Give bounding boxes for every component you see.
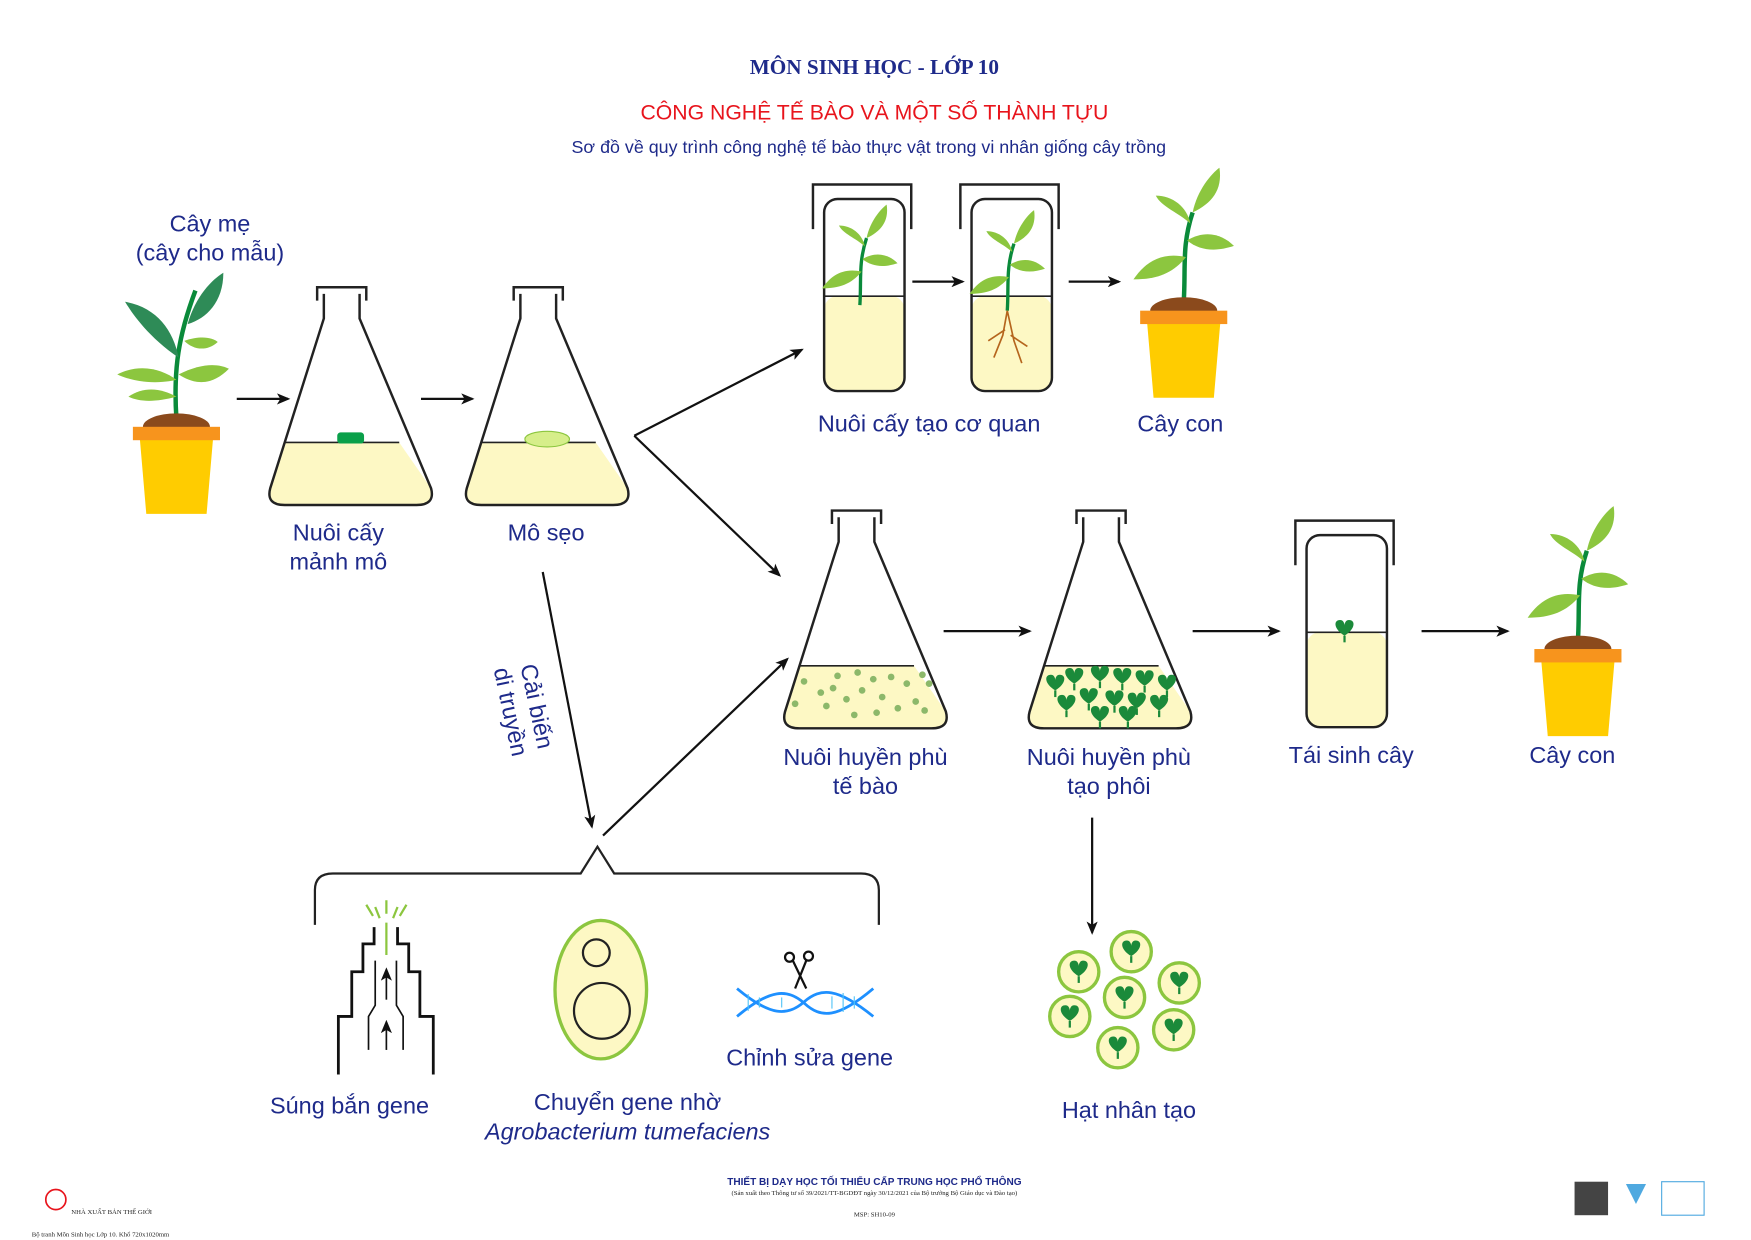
- organ-culture-tube-icon: [811, 183, 913, 393]
- label-mother-plant-sub: (cây cho mẫu): [136, 239, 285, 265]
- artificial-seed: [1048, 994, 1092, 1039]
- dna-scissors-icon: [736, 950, 875, 1018]
- regeneration-tube-icon: [1294, 519, 1395, 729]
- bracket: [313, 844, 880, 925]
- label-seedling-top: Cây con: [1137, 410, 1223, 436]
- label-regeneration: Tái sinh cây: [1289, 742, 1414, 768]
- publisher-logo: NHÀ XUẤT BẢN THẾ GIỚI: [44, 1188, 152, 1216]
- main-title: CÔNG NGHỆ TẾ BÀO VÀ MỘT SỐ THÀNH TỰU: [641, 99, 1109, 125]
- label-organ-culture: Nuôi cấy tạo cơ quan: [818, 410, 1041, 436]
- cell-dot: [894, 704, 902, 712]
- artificial-seed: [1109, 929, 1154, 974]
- cell-dot: [925, 680, 933, 688]
- label-cell-suspension-sub: tế bào: [833, 773, 898, 799]
- organ-culture-rooted-tube-icon: [959, 183, 1060, 393]
- cell-dot: [829, 684, 837, 692]
- cell-dot: [903, 680, 911, 688]
- agrobacterium-cell-icon: [553, 918, 649, 1061]
- artificial-seed: [1056, 949, 1101, 994]
- label-artificial-seed: Hạt nhân tạo: [1062, 1097, 1196, 1123]
- gene-gun-icon: [336, 900, 435, 1075]
- artificial-seed: [1096, 1025, 1140, 1070]
- label-cell-suspension: Nuôi huyền phù: [783, 744, 947, 770]
- certification-logos: [1574, 1181, 1705, 1216]
- subtitle: Sơ đồ về quy trình công nghệ tế bào thực…: [572, 137, 1167, 157]
- footer-code: MSP: SH10-09: [854, 1211, 896, 1218]
- tissue-culture-flask-icon: [268, 285, 434, 507]
- flow-arrows: [236, 276, 1510, 935]
- embryo-suspension-flask-icon: [1027, 509, 1193, 730]
- print-note: Bộ tranh Môn Sinh học Lớp 10. Khổ 720x10…: [32, 1231, 170, 1238]
- label-seedling-bottom: Cây con: [1529, 742, 1615, 768]
- cell-dot: [878, 693, 886, 701]
- cell-dot: [873, 709, 880, 717]
- cell-dot: [823, 702, 830, 710]
- qr-code-icon: [1574, 1181, 1609, 1216]
- label-agro-species: Agrobacterium tumefaciens: [483, 1118, 771, 1144]
- cell-dot: [869, 675, 877, 683]
- artificial-seed: [1151, 1008, 1196, 1052]
- cell-suspension-flask-icon: [782, 509, 948, 730]
- label-tissue-culture: Nuôi cấy: [293, 520, 384, 546]
- cell-dot: [919, 671, 926, 679]
- cell-dot: [912, 698, 920, 705]
- publisher-name: NHÀ XUẤT BẢN THẾ GIỚI: [71, 1208, 152, 1216]
- cell-dot: [850, 711, 858, 719]
- label-callus: Mô sẹo: [508, 520, 585, 546]
- label-gene-editing: Chỉnh sửa gene: [726, 1045, 893, 1071]
- subject-title: MÔN SINH HỌC - LỚP 10: [750, 55, 999, 79]
- cell-dot: [921, 707, 928, 714]
- mother-plant-icon: [117, 272, 229, 514]
- cell-dot: [887, 673, 895, 681]
- footer-line1: THIẾT BỊ DẠY HỌC TỐI THIỂU CẤP TRUNG HỌC…: [727, 1174, 1022, 1188]
- seedling-bottom-icon: [1528, 506, 1629, 737]
- artificial-seeds-icon: [1048, 929, 1202, 1070]
- label-embryo-suspension: Nuôi huyền phù: [1027, 744, 1191, 770]
- label-tissue-culture-sub: mảnh mô: [290, 549, 388, 575]
- label-agro: Chuyển gene nhờ: [534, 1089, 721, 1115]
- genetic-modification-label: Cải biến di truyền: [489, 662, 559, 759]
- label-mother-plant: Cây mẹ: [170, 210, 251, 236]
- seedling-top-icon: [1133, 168, 1234, 398]
- callus-flask-icon: [464, 285, 630, 507]
- label-gene-gun: Súng bắn gene: [270, 1093, 429, 1119]
- cell-dot: [817, 689, 825, 696]
- footer-line2: (Sản xuất theo Thông tư số 39/2021/TT-BG…: [732, 1190, 1018, 1197]
- cell-dot: [854, 669, 861, 676]
- cell-dot: [834, 672, 841, 680]
- artificial-seed: [1102, 975, 1147, 1020]
- label-embryo-suspension-sub: tạo phôi: [1067, 773, 1150, 799]
- cell-dot: [843, 695, 850, 703]
- cell-dot: [800, 678, 808, 685]
- cell-dot: [858, 687, 866, 694]
- cell-dot: [791, 700, 799, 708]
- artificial-seed: [1157, 961, 1202, 1005]
